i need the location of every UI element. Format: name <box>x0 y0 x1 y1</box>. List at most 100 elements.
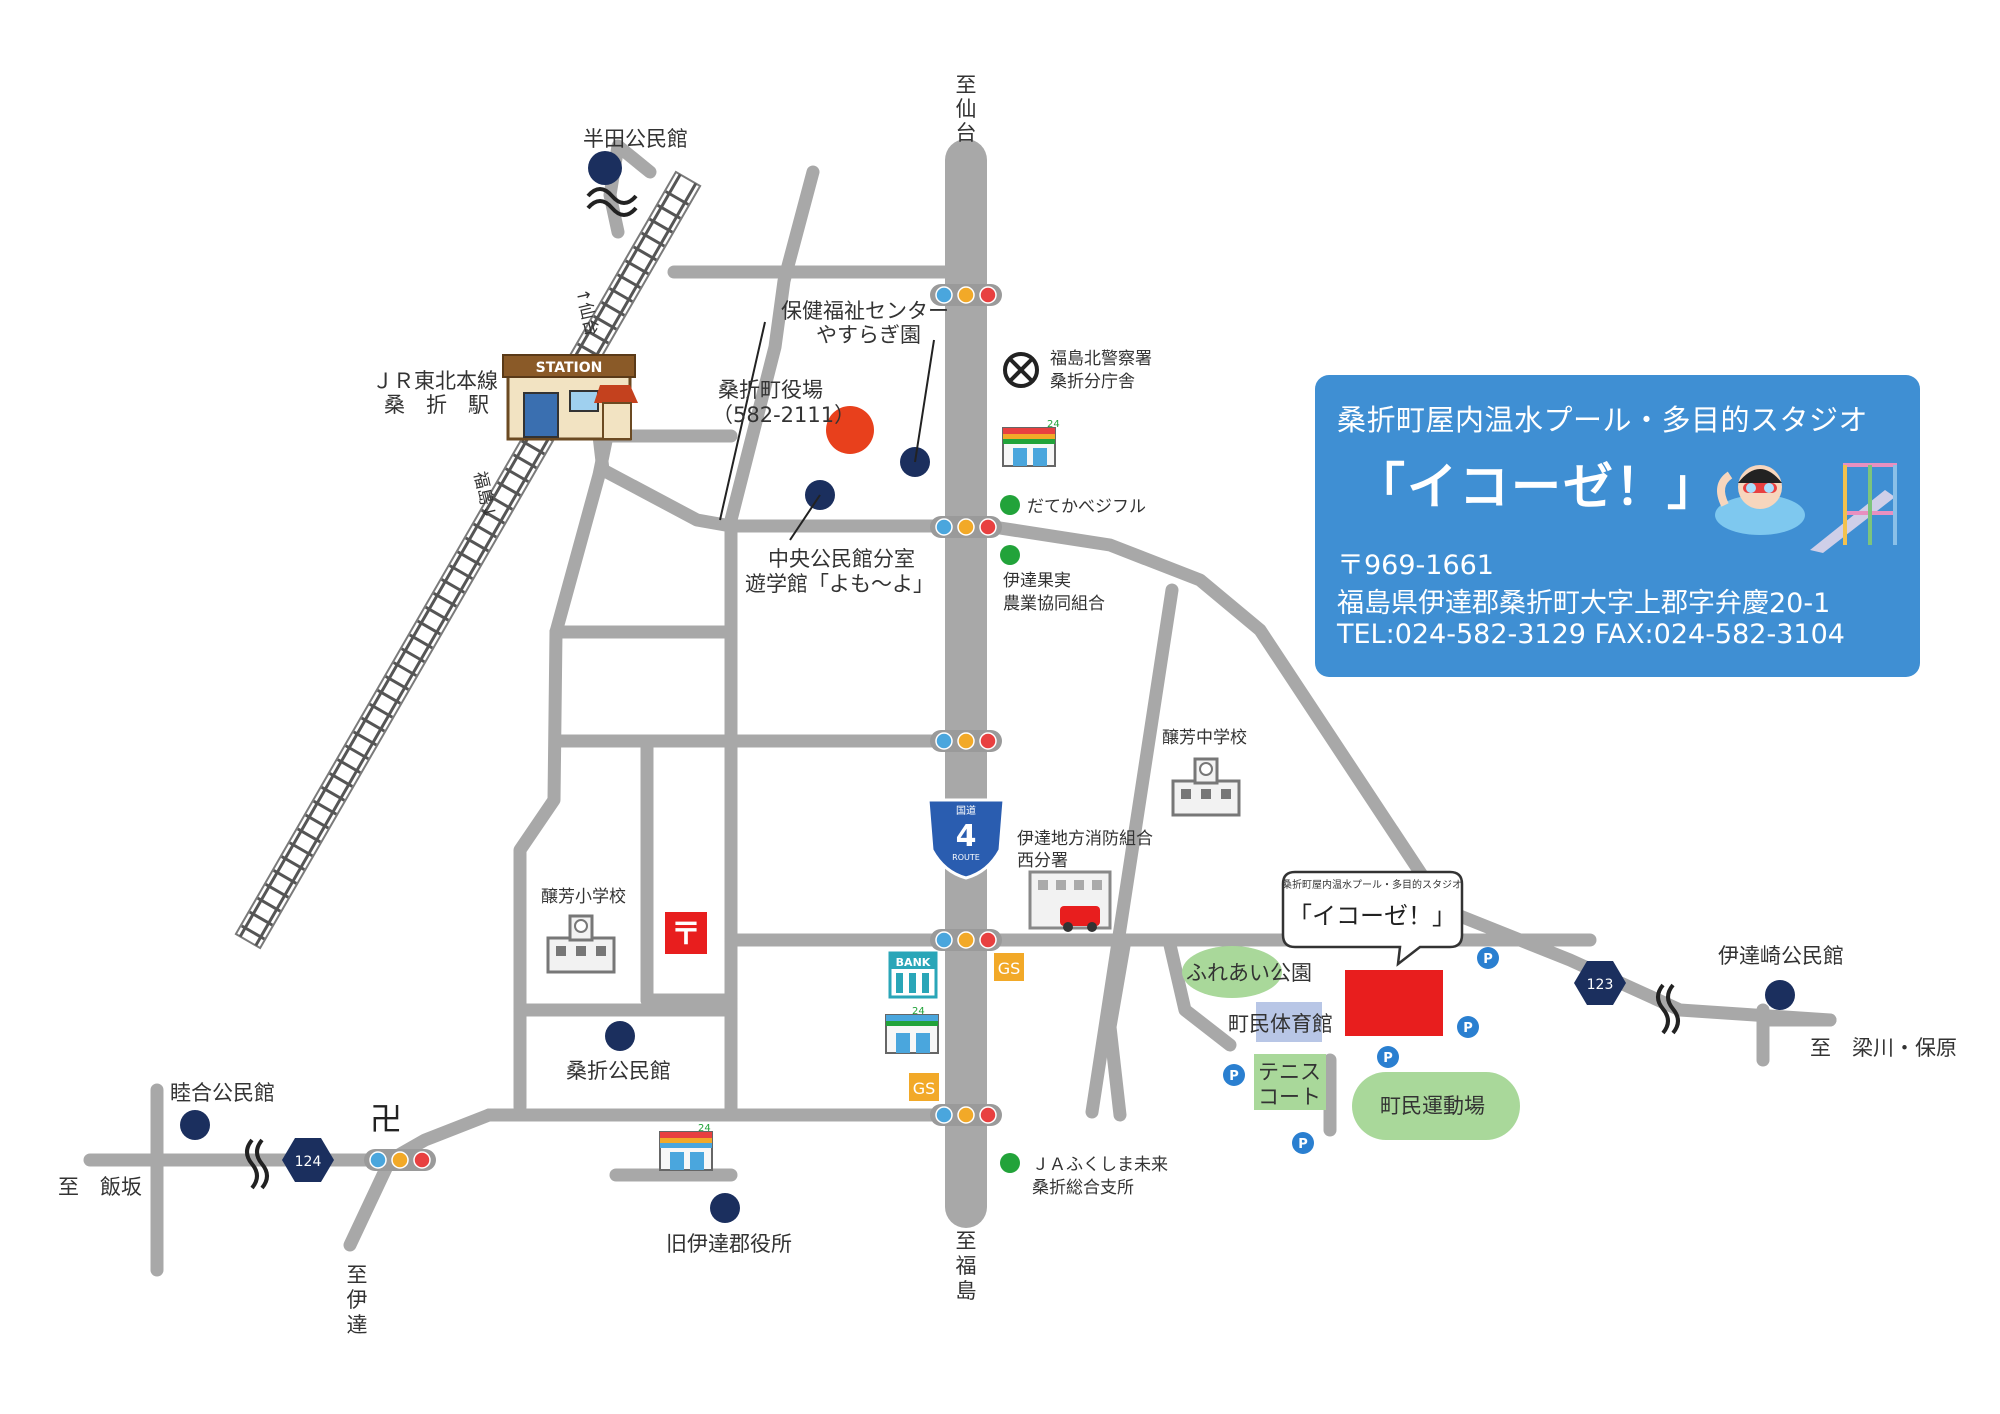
rail-tie <box>360 716 386 733</box>
signal-lamp <box>935 1106 953 1124</box>
rail-tie <box>608 287 634 303</box>
vegifuru-marker <box>1000 495 1020 515</box>
police-box-icon <box>1003 352 1039 388</box>
route-123-number: 123 <box>1587 977 1614 993</box>
callout-name: 「イコーゼ！」 <box>1288 902 1456 930</box>
dir-yanagawa: 至 梁川・保原 <box>1810 1036 1957 1060</box>
parking-icon: P <box>1477 947 1499 969</box>
rail-tie <box>248 910 274 927</box>
rail-tie <box>488 495 514 511</box>
callout-small-title: 桑折町屋内温水プール・多目的スタジオ <box>1282 878 1462 891</box>
branch-label-1: 中央公民館分室 <box>768 547 915 571</box>
signal-lamp <box>979 732 997 750</box>
dir-sendai-1: 至 <box>956 73 977 97</box>
rail-tie <box>408 633 434 650</box>
dir-fukushima-3: 島 <box>956 1279 977 1303</box>
mutsuai-label: 睦合公民館 <box>170 1081 275 1105</box>
dir-date-3: 達 <box>347 1313 368 1337</box>
traffic-signal-icon <box>364 1149 436 1171</box>
labels: 半田公民館 ＪＲ東北本線 桑 折 駅 桑折町役場 （582-2111） 保健福祉… <box>58 73 1957 1337</box>
route-4-bottom-text: ROUTE <box>952 853 980 862</box>
tennis-court-area <box>1254 1054 1326 1110</box>
rail-tie <box>312 799 338 816</box>
route-124-number: 124 <box>295 1154 322 1170</box>
signal-lamp <box>957 286 975 304</box>
datezaki-marker <box>1765 980 1795 1010</box>
rail-tie <box>440 578 466 594</box>
rail-tie <box>600 301 626 317</box>
traffic-signal-icon <box>930 730 1002 752</box>
parking-label: P <box>1463 1021 1473 1036</box>
bank-icon: BANK <box>888 951 938 999</box>
handa-marker <box>588 151 622 185</box>
fruit-coop-marker <box>1000 545 1020 565</box>
rail-tie <box>584 328 610 345</box>
datezaki-label: 伊達崎公民館 <box>1718 944 1844 968</box>
gym-building <box>1256 1002 1322 1042</box>
rail-tie <box>328 772 354 788</box>
road-east-diagonal <box>980 519 1837 1027</box>
post-office-icon: 〒 <box>665 912 707 954</box>
ground-label: 町民運動場 <box>1380 1094 1485 1118</box>
gas-station-icon: GS <box>994 953 1024 981</box>
gas-station-icon: GS <box>909 1073 939 1101</box>
handa-label: 半田公民館 <box>583 127 688 151</box>
health-center-label-2: やすらぎ園 <box>816 323 921 347</box>
rail-tie <box>432 592 458 608</box>
fureai-park-label: ふれあい公園 <box>1186 961 1312 985</box>
old-office-marker <box>710 1193 740 1223</box>
town-hall-leader <box>719 321 766 521</box>
ja-label-2: 桑折総合支所 <box>1032 1178 1134 1198</box>
road-west-vertical <box>513 625 563 1114</box>
route-123-sign: 123 <box>1574 961 1626 1005</box>
postal-code: 〒969-1661 <box>1337 550 1494 581</box>
road-network <box>83 139 1837 1277</box>
signal-lamp <box>369 1151 387 1169</box>
dir-fukushima-2: 福 <box>956 1254 977 1278</box>
rail-tie <box>472 522 498 539</box>
dir-fukushima-1: 至 <box>956 1229 977 1253</box>
branch-label-2: 遊学館「よも～よ」 <box>745 572 934 596</box>
station-line-label: ＪＲ東北本線 <box>372 369 498 393</box>
rail-tie <box>424 605 450 622</box>
rail-tie <box>656 204 682 220</box>
parking-label: P <box>1383 1051 1393 1066</box>
rail-tie <box>664 190 690 206</box>
road-station-south <box>549 434 613 639</box>
parking-icon: P <box>1292 1132 1314 1154</box>
traffic-signal-icon <box>930 1104 1002 1126</box>
address: 福島県伊達郡桑折町大字上郡字弁慶20-1 <box>1337 588 1831 619</box>
contact-numbers: TEL:024-582-3129 FAX:024-582-3104 <box>1337 619 1845 650</box>
break-marks <box>245 187 1680 1190</box>
rail-tie <box>504 467 530 483</box>
dir-sendai-3: 台 <box>956 121 977 145</box>
rail-tie <box>392 661 418 677</box>
police-label-1: 福島北警察署 <box>1050 349 1152 369</box>
dir-date-2: 伊 <box>347 1288 368 1312</box>
town-hall-label: 桑折町役場 <box>718 378 823 402</box>
signal-lamp <box>935 732 953 750</box>
markers <box>180 151 1795 1223</box>
old-office-label: 旧伊達郡役所 <box>666 1232 792 1256</box>
rail-dir-fukushima: 福島↓ <box>469 470 499 522</box>
rail-dir-sendai: ↑仙台 <box>571 287 601 339</box>
kominkan-marker <box>605 1021 635 1051</box>
signal-lamp <box>391 1151 409 1169</box>
traffic-signal-icon <box>930 929 1002 951</box>
route-124-sign: 124 <box>282 1138 334 1182</box>
swimmer-slide-illustration <box>1715 463 1897 553</box>
fire-label-2: 西分署 <box>1017 851 1068 871</box>
gs-label: GS <box>913 1079 936 1098</box>
signal-lamp <box>935 931 953 949</box>
bank-label: BANK <box>896 956 931 969</box>
rail-tie <box>368 702 394 719</box>
convenience-store-icon: 24 <box>659 1123 713 1171</box>
dir-sendai-2: 仙 <box>956 97 977 121</box>
parking-icon: P <box>1223 1064 1245 1086</box>
signal-lamp <box>979 931 997 949</box>
facility-title: 桑折町屋内温水プール・多目的スタジオ <box>1337 403 1869 437</box>
traffic-signal-icon <box>930 284 1002 306</box>
convenience-store-icon: 24 <box>1002 419 1060 467</box>
rail-tie <box>448 564 474 580</box>
tennis-label-2: コート <box>1258 1085 1321 1109</box>
